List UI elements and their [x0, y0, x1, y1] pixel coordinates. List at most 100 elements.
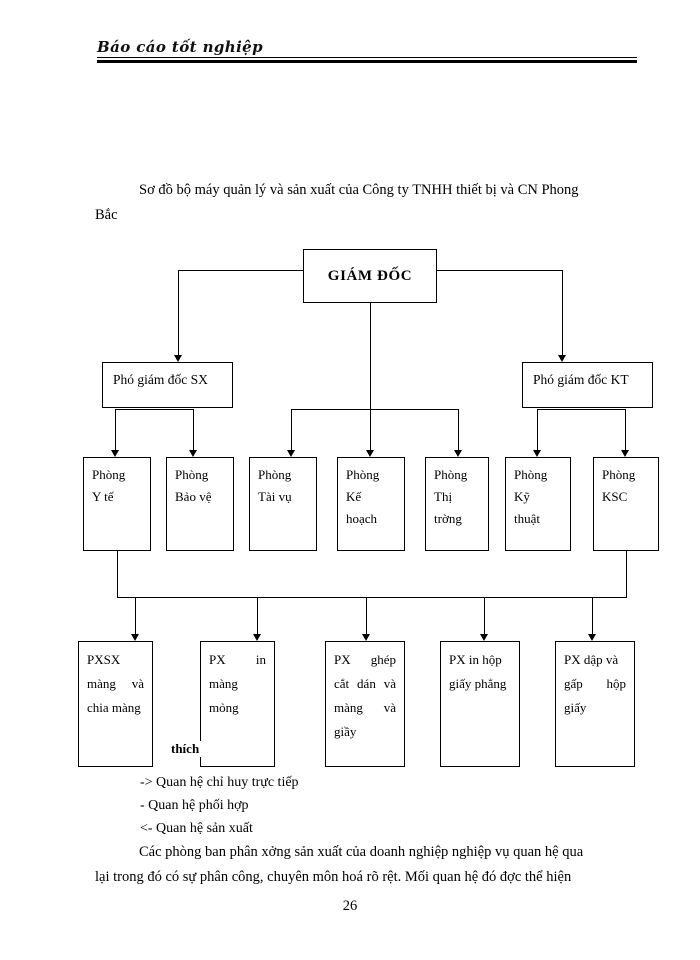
connector-kt-to-kythuat: [537, 409, 538, 453]
org-node-phong-thi-truong-line-1: Phòng: [434, 467, 468, 482]
connector-production-bus: [117, 597, 627, 598]
org-node-px-ghep-cat-dan-line-3: màng và: [334, 700, 396, 715]
org-node-phong-y-te-line-2: Y tế: [92, 489, 114, 504]
org-node-px-ghep-cat-dan: PX ghép cắt dán và màng và giầy: [325, 641, 405, 767]
figure-title-line-2: Bắc: [95, 207, 118, 223]
connector-bus-to-pxsx: [135, 597, 136, 637]
running-header: Báo cáo tốt nghiệp: [97, 38, 637, 63]
org-node-phong-bao-ve-line-1: Phòng: [175, 467, 209, 482]
org-node-phong-bao-ve: Phòng Bảo vệ: [166, 457, 234, 551]
org-node-pxsx-mang-line-1: PXSX: [87, 652, 121, 667]
org-node-deputy-kt: Phó giám đốc KT: [522, 362, 653, 408]
arrowhead-to-phong-ksc: [621, 450, 629, 457]
org-node-px-in-hop-giay-line-2: giấy phẳng: [449, 676, 507, 691]
org-node-phong-thi-truong: Phòng Thị trờng: [425, 457, 489, 551]
connector-sx-to-yte: [115, 409, 116, 453]
org-node-px-in-mang-mong-line-2: màng: [209, 676, 238, 691]
arrowhead-director-to-deputy-kt: [558, 355, 566, 362]
closing-paragraph: Các phòng ban phân xởng sản xuất của doa…: [95, 840, 643, 890]
org-node-px-in-mang-mong-line-3: mỏng: [209, 700, 239, 715]
org-node-phong-ke-hoach-line-1: Phòng: [346, 467, 380, 482]
stray-text-fragment: thích: [170, 741, 204, 757]
closing-paragraph-line-1: Các phòng ban phân xởng sản xuất của doa…: [139, 844, 584, 860]
org-node-deputy-kt-label: Phó giám đốc KT: [533, 372, 629, 387]
figure-title: Sơ đồ bộ máy quản lý và sản xuất của Côn…: [95, 178, 640, 228]
connector-director-right-v: [562, 270, 563, 358]
header-rule-thin: [97, 57, 637, 58]
org-node-phong-ksc-line-1: Phòng: [602, 467, 636, 482]
connector-director-left-h: [178, 270, 304, 271]
connector-center-to-kehoach: [370, 409, 371, 453]
org-node-px-dap-gap-hop: PX dập và gấp hộp giấy: [555, 641, 635, 767]
org-node-pxsx-mang-line-2: màng và: [87, 676, 144, 691]
connector-kt-to-ksc: [625, 409, 626, 453]
org-node-phong-ke-hoach-line-2: Kế: [346, 489, 362, 504]
arrowhead-to-px-dap: [588, 634, 596, 641]
org-node-phong-ky-thuat-line-3: thuật: [514, 511, 540, 526]
connector-sx-to-baove: [193, 409, 194, 453]
org-node-phong-tai-vu: Phòng Tài vụ: [249, 457, 317, 551]
chart-legend: -> Quan hệ chỉ huy trực tiếp - Quan hệ p…: [140, 771, 299, 840]
connector-director-center-v: [370, 302, 371, 409]
org-node-phong-y-te: Phòng Y tế: [83, 457, 151, 551]
arrowhead-to-phong-thi-truong: [454, 450, 462, 457]
connector-center-to-thitruong: [458, 409, 459, 453]
legend-item-direct-command: -> Quan hệ chỉ huy trực tiếp: [140, 775, 299, 790]
org-node-pxsx-mang: PXSX màng và chia màng: [78, 641, 153, 767]
header-rule-thick: [97, 60, 637, 63]
connector-director-right-h: [436, 270, 563, 271]
legend-item-coordination: - Quan hệ phối hợp: [140, 798, 249, 813]
org-node-px-dap-gap-hop-line-1: PX dập và: [564, 652, 619, 667]
org-node-phong-tai-vu-line-1: Phòng: [258, 467, 292, 482]
figure-title-line-1: Sơ đồ bộ máy quản lý và sản xuất của Côn…: [139, 182, 579, 198]
arrowhead-director-to-deputy-sx: [174, 355, 182, 362]
org-node-px-in-hop-giay-line-1: PX in hộp: [449, 652, 502, 667]
connector-kt-bus: [537, 409, 625, 410]
connector-bus-to-px-ghep: [366, 597, 367, 637]
running-header-text: Báo cáo tốt nghiệp: [97, 38, 264, 56]
arrowhead-to-phong-tai-vu: [287, 450, 295, 457]
org-node-phong-tai-vu-line-2: Tài vụ: [258, 489, 292, 504]
arrowhead-to-phong-bao-ve: [189, 450, 197, 457]
org-node-phong-bao-ve-line-2: Bảo vệ: [175, 489, 212, 504]
org-node-phong-ky-thuat-line-2: Kỹ: [514, 489, 530, 504]
org-node-px-ghep-cat-dan-line-4: giầy: [334, 724, 357, 739]
page-number: 26: [342, 898, 358, 914]
org-node-deputy-sx: Phó giám đốc SX: [102, 362, 233, 408]
connector-center-to-taivu: [291, 409, 292, 453]
connector-ksc-down: [626, 551, 627, 597]
org-node-px-in-mang-mong: PX in màng mỏng: [200, 641, 275, 767]
org-node-phong-ke-hoach-line-3: hoạch: [346, 511, 378, 526]
arrowhead-to-phong-y-te: [111, 450, 119, 457]
connector-bus-to-px-in-mang: [257, 597, 258, 637]
org-node-phong-ksc: Phòng KSC: [593, 457, 659, 551]
arrowhead-to-phong-ky-thuat: [533, 450, 541, 457]
connector-yte-down: [117, 551, 118, 597]
closing-paragraph-line-2: lại trong đó có sự phân công, chuyên môn…: [95, 869, 572, 885]
org-node-px-dap-gap-hop-line-2: gấp hộp: [564, 676, 626, 691]
connector-center-bus: [291, 409, 459, 410]
org-node-phong-thi-truong-line-3: trờng: [434, 511, 462, 526]
arrowhead-to-pxsx: [131, 634, 139, 641]
connector-sx-bus: [115, 409, 193, 410]
org-node-pxsx-mang-line-3: chia màng: [87, 700, 141, 715]
org-node-px-ghep-cat-dan-line-2: cắt dán và: [334, 676, 396, 691]
org-node-director-label: GIÁM ĐỐC: [327, 268, 413, 284]
arrowhead-to-phong-ke-hoach: [366, 450, 374, 457]
org-node-director: GIÁM ĐỐC: [303, 249, 437, 303]
org-node-px-in-mang-mong-line-1: PX in: [209, 652, 266, 667]
org-node-phong-thi-truong-line-2: Thị: [434, 489, 453, 504]
arrowhead-to-px-in-mang: [253, 634, 261, 641]
arrowhead-to-px-in-hop: [480, 634, 488, 641]
connector-director-left-v: [178, 270, 179, 358]
legend-item-production: <- Quan hệ sản xuất: [140, 821, 253, 836]
connector-bus-to-px-in-hop: [484, 597, 485, 637]
org-node-deputy-sx-label: Phó giám đốc SX: [113, 372, 208, 387]
org-node-phong-ky-thuat: Phòng Kỹ thuật: [505, 457, 571, 551]
org-node-phong-ke-hoach: Phòng Kế hoạch: [337, 457, 405, 551]
arrowhead-to-px-ghep: [362, 634, 370, 641]
org-node-phong-ksc-line-2: KSC: [602, 489, 628, 504]
org-node-px-dap-gap-hop-line-3: giấy: [564, 700, 587, 715]
